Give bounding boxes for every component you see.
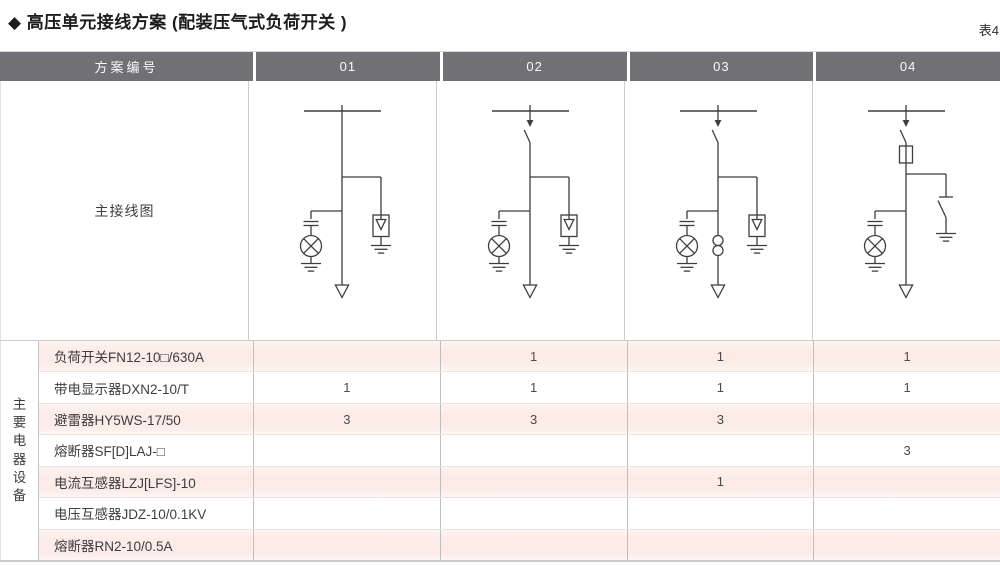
- equipment-name: 电流互感器LZJ[LFS]-10: [54, 475, 196, 491]
- equipment-row: 电流互感器LZJ[LFS]-10 1: [39, 465, 1000, 498]
- qty-cell-scheme-02: 1: [439, 372, 627, 403]
- qty-cell-scheme-02: 3: [439, 403, 627, 435]
- qty-cell-scheme-03: 1: [626, 372, 814, 403]
- header-scheme-01: 01: [253, 52, 440, 81]
- qty-cell-scheme-03: 3: [626, 403, 814, 435]
- equipment-group-label-char: 主: [12, 396, 27, 412]
- header-scheme-04: 04: [813, 52, 1000, 81]
- qty-cell-scheme-04: [813, 403, 1000, 435]
- equipment-name: 电压互感器JDZ-10/0.1KV: [54, 507, 207, 523]
- diagram-cell-scheme-03: [625, 81, 813, 340]
- header-scheme-03: 03: [626, 52, 814, 81]
- equipment-group-label-char: 电: [12, 433, 27, 449]
- qty-cell-scheme-04: [813, 498, 1000, 529]
- qty-cell-scheme-01: [253, 529, 440, 560]
- equipment-row: 熔断器RN2-10/0.5A: [39, 528, 1000, 560]
- qty-cell-scheme-02: [439, 435, 627, 466]
- wiring-diagram-02: [487, 104, 579, 299]
- qty-cell-scheme-03: 1: [626, 341, 814, 372]
- diagram-cell-scheme-04: [813, 81, 1000, 340]
- main-wiring-diagram-label: 主接线图: [1, 81, 249, 340]
- equipment-name: 带电显示器DXN2-10/T: [54, 381, 190, 397]
- diagram-cell-scheme-02: [437, 81, 625, 340]
- equipment-group-label-char: 设: [12, 469, 27, 485]
- qty-cell-scheme-01: 3: [253, 403, 440, 435]
- page-title: ◆ 高压单元接线方案 (配装压气式负荷开关 ): [8, 13, 348, 32]
- table-ref: 表4: [978, 23, 999, 38]
- qty-cell-scheme-01: 1: [253, 372, 440, 403]
- table-bottom-rule: [0, 560, 1000, 562]
- qty-cell-scheme-04: 1: [813, 341, 1000, 372]
- qty-cell-scheme-02: 1: [439, 341, 627, 372]
- qty-cell-scheme-02: [439, 498, 627, 529]
- qty-cell-scheme-02: [439, 466, 627, 498]
- header-scheme-label: 方案编号: [0, 52, 253, 81]
- qty-cell-scheme-04: 3: [813, 435, 1000, 466]
- equipment-row: 熔断器SF[D]LAJ-□ 3: [39, 434, 1000, 466]
- qty-cell-scheme-03: [626, 435, 814, 466]
- qty-cell-scheme-03: 1: [626, 466, 814, 498]
- equipment-group-label-char: 备: [12, 487, 27, 503]
- equipment-row: 电压互感器JDZ-10/0.1KV: [39, 497, 1000, 529]
- qty-cell-scheme-01: [253, 466, 440, 498]
- wiring-diagram-01: [299, 104, 391, 299]
- title-bar: ◆ 高压单元接线方案 (配装压气式负荷开关 ) 表4: [0, 0, 1000, 51]
- qty-cell-scheme-04: [813, 466, 1000, 498]
- qty-cell-scheme-01: [253, 341, 440, 372]
- qty-cell-scheme-03: [626, 529, 814, 560]
- qty-cell-scheme-01: [253, 498, 440, 529]
- wiring-diagram-03: [675, 104, 767, 299]
- equipment-name: 负荷开关FN12-10□/630A: [54, 350, 204, 366]
- equipment-name: 熔断器SF[D]LAJ-□: [54, 444, 165, 460]
- header-scheme-02: 02: [439, 52, 627, 81]
- equipment-group-label-char: 要: [12, 415, 27, 431]
- qty-cell-scheme-04: [813, 529, 1000, 560]
- equipment-name: 熔断器RN2-10/0.5A: [54, 538, 173, 554]
- wiring-diagram-04: [863, 104, 956, 299]
- equipment-name: 避雷器HY5WS-17/50: [54, 413, 181, 429]
- diagram-cell-scheme-01: [249, 81, 437, 340]
- diagram-row: 主接线图: [0, 81, 1000, 341]
- qty-cell-scheme-03: [626, 498, 814, 529]
- qty-cell-scheme-02: [439, 529, 627, 560]
- equipment-group-label-char: 器: [12, 451, 27, 467]
- qty-cell-scheme-04: 1: [813, 372, 1000, 403]
- qty-cell-scheme-01: [253, 435, 440, 466]
- equipment-group-label: 主要电器设备: [1, 341, 39, 560]
